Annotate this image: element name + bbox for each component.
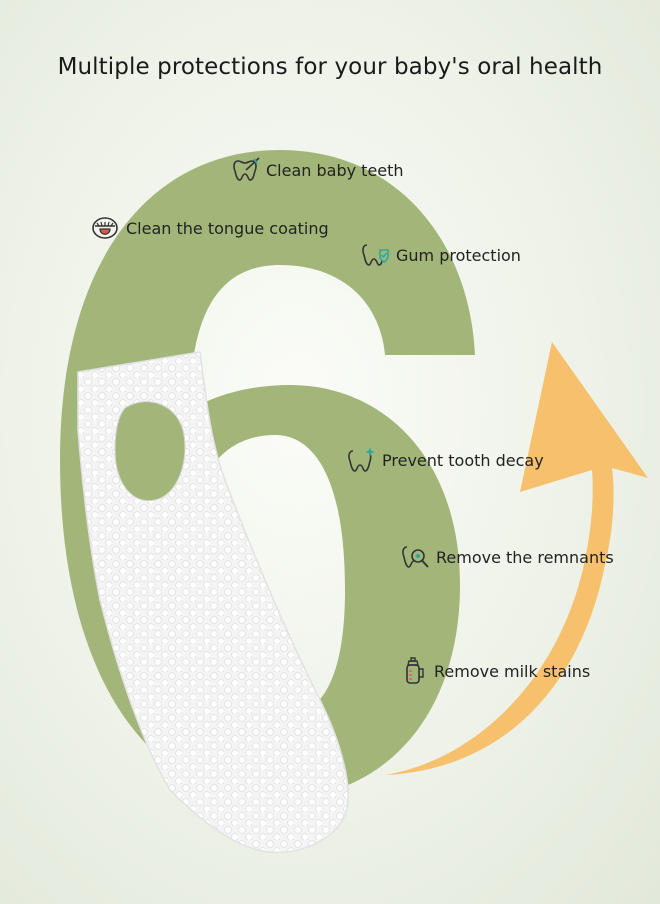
feature-remove-the-remnants: Remove the remnants bbox=[400, 542, 614, 572]
feature-label: Remove milk stains bbox=[434, 661, 591, 681]
feature-clean-tongue-coating: Clean the tongue coating bbox=[90, 213, 329, 243]
feature-gum-protection: Gum protection bbox=[360, 240, 521, 270]
feature-label: Prevent tooth decay bbox=[382, 450, 544, 470]
upward-arrow bbox=[385, 342, 648, 775]
feature-label: Gum protection bbox=[396, 245, 521, 265]
tongue-icon bbox=[90, 213, 120, 243]
feature-remove-milk-stains: Remove milk stains bbox=[398, 656, 590, 686]
tooth-sparkle-icon bbox=[346, 445, 376, 475]
feature-label: Clean baby teeth bbox=[266, 160, 404, 180]
tooth-magnifier-icon bbox=[400, 542, 430, 572]
baby-bottle-icon bbox=[398, 656, 428, 686]
feature-prevent-tooth-decay: Prevent tooth decay bbox=[346, 445, 544, 475]
feature-clean-baby-teeth: Clean baby teeth bbox=[230, 155, 404, 185]
page-title: Multiple protections for your baby's ora… bbox=[57, 54, 603, 80]
feature-label: Remove the remnants bbox=[436, 547, 614, 567]
tooth-brush-icon bbox=[230, 155, 260, 185]
feature-label: Clean the tongue coating bbox=[126, 218, 329, 238]
tooth-shield-icon bbox=[360, 240, 390, 270]
finger-wipe-product bbox=[77, 351, 349, 854]
finger-hole bbox=[114, 401, 186, 502]
